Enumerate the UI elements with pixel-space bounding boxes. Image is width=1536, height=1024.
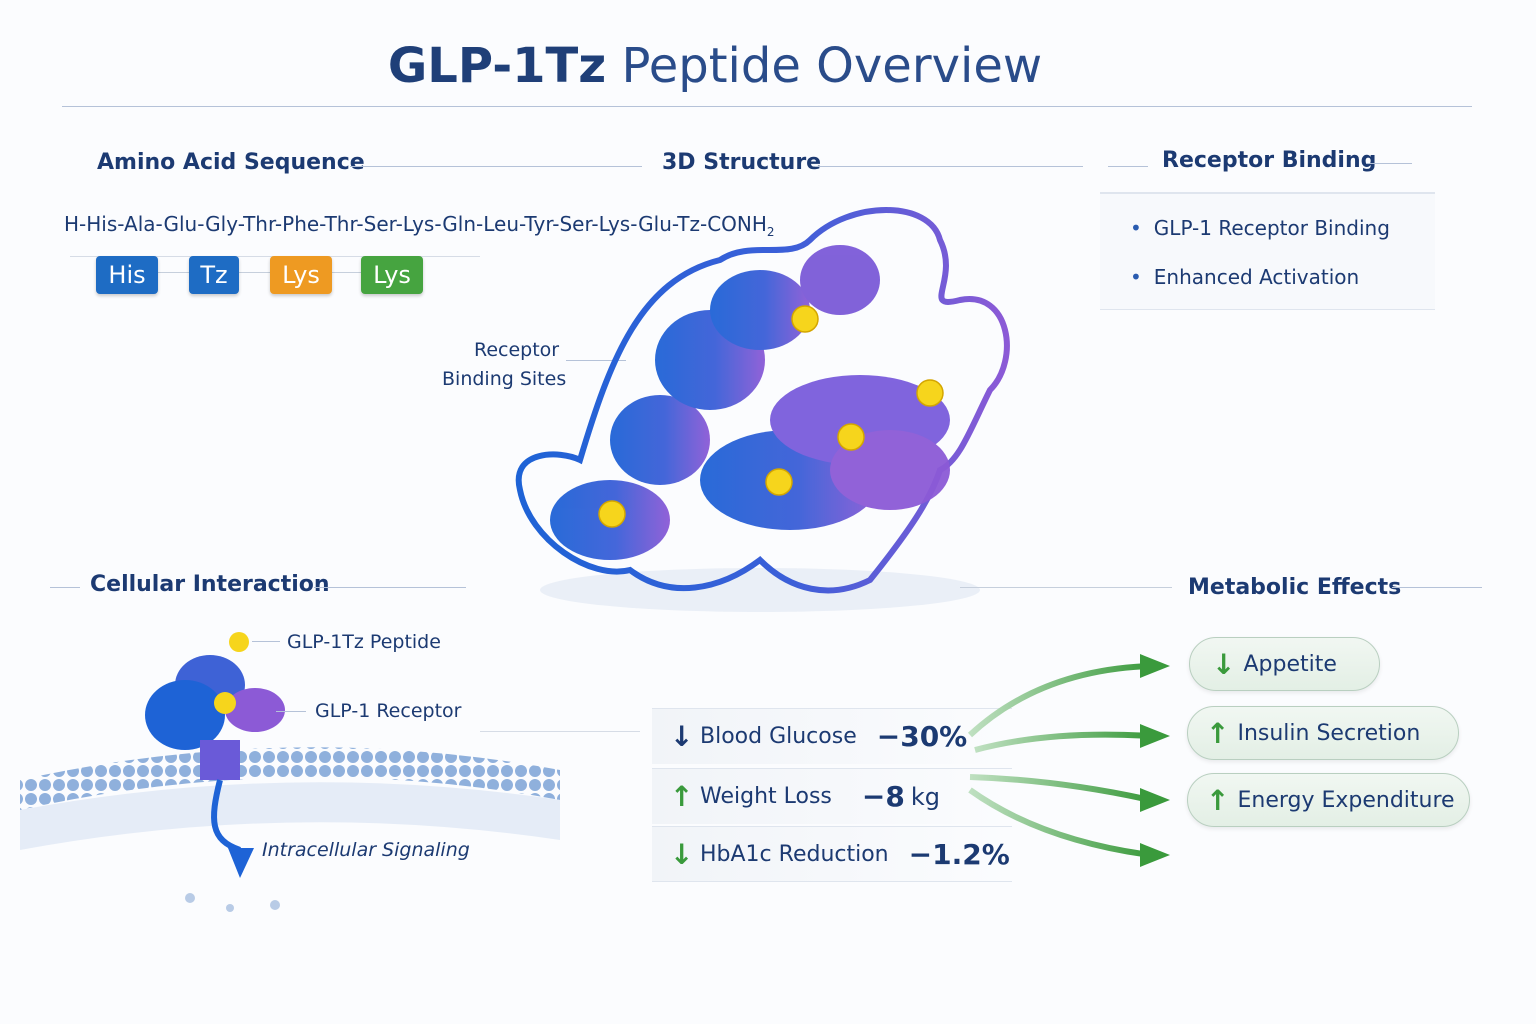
divider	[480, 731, 640, 732]
divider	[50, 587, 80, 588]
effect-appetite: ↓ Appetite	[1189, 637, 1380, 691]
binding-sites-label: Binding Sites	[442, 368, 567, 390]
page-title: GLP-1Tz Peptide Overview	[387, 38, 1043, 94]
effect-arrows	[967, 654, 1170, 867]
divider	[1392, 587, 1482, 588]
protein-3d-structure	[515, 207, 1010, 612]
receptor-label: GLP-1 Receptor	[315, 700, 462, 722]
arrow-up-icon: ↑	[670, 780, 694, 813]
sequence-heading: Amino Acid Sequence	[97, 150, 365, 175]
arrow-down-icon: ↓	[670, 720, 694, 753]
divider	[1366, 163, 1412, 164]
effect-energy: ↑ Energy Expenditure	[1187, 773, 1470, 827]
leader-line	[252, 641, 280, 642]
structure-heading: 3D Structure	[662, 150, 822, 175]
effect-label: Appetite	[1243, 651, 1337, 677]
chip-connector	[150, 272, 370, 273]
metric-row: ↓HbA1c Reduction −1.2%	[652, 826, 1012, 882]
metric-row: ↓Blood Glucose −30%	[652, 708, 1012, 764]
receptor-heading: Receptor Binding	[1162, 148, 1377, 173]
arrow-down-icon: ↓	[1212, 647, 1236, 681]
metric-value: −1.2%	[908, 837, 1010, 871]
metabolic-heading: Metabolic Effects	[1188, 575, 1402, 600]
arrow-down-icon: ↓	[670, 837, 694, 871]
effect-label: Insulin Secretion	[1237, 720, 1421, 746]
effect-label: Energy Expenditure	[1237, 787, 1455, 813]
leader-line	[566, 360, 626, 361]
effect-insulin: ↑ Insulin Secretion	[1187, 706, 1459, 760]
arrow-up-icon: ↑	[1206, 716, 1230, 750]
residue-chip-lys: Lys	[361, 256, 423, 294]
divider	[815, 166, 1083, 167]
residue-chip-tz: Tz	[189, 256, 239, 294]
metric-label: Blood Glucose	[700, 724, 857, 749]
metric-label: Weight Loss	[700, 784, 832, 809]
cellular-heading: Cellular Interaction	[90, 572, 330, 597]
divider	[1108, 166, 1148, 167]
receptor-item: GLP-1 Receptor Binding	[1130, 216, 1390, 240]
metric-value: −8	[861, 780, 905, 813]
metric-value: −30%	[876, 720, 968, 753]
metric-label: HbA1c Reduction	[700, 841, 889, 867]
cell-membrane-illustration	[20, 632, 560, 912]
metric-unit: kg	[910, 782, 940, 811]
divider	[314, 587, 466, 588]
sequence-text: H-His-Ala-Glu-Gly-Thr-Phe-Thr-Ser-Lys-Gl…	[64, 212, 775, 239]
binding-sites-label: Receptor	[474, 339, 560, 361]
residue-chip-his: His	[96, 256, 158, 294]
divider	[960, 587, 1172, 588]
signaling-label: Intracellular Signaling	[262, 839, 470, 861]
residue-chip-lys: Lys	[270, 256, 332, 294]
receptor-card: GLP-1 Receptor Binding Enhanced Activati…	[1100, 192, 1435, 310]
divider	[350, 166, 642, 167]
peptide-label: GLP-1Tz Peptide	[287, 631, 441, 653]
divider	[62, 106, 1472, 107]
leader-line	[276, 711, 306, 712]
arrow-up-icon: ↑	[1206, 783, 1230, 817]
receptor-item: Enhanced Activation	[1130, 265, 1359, 289]
